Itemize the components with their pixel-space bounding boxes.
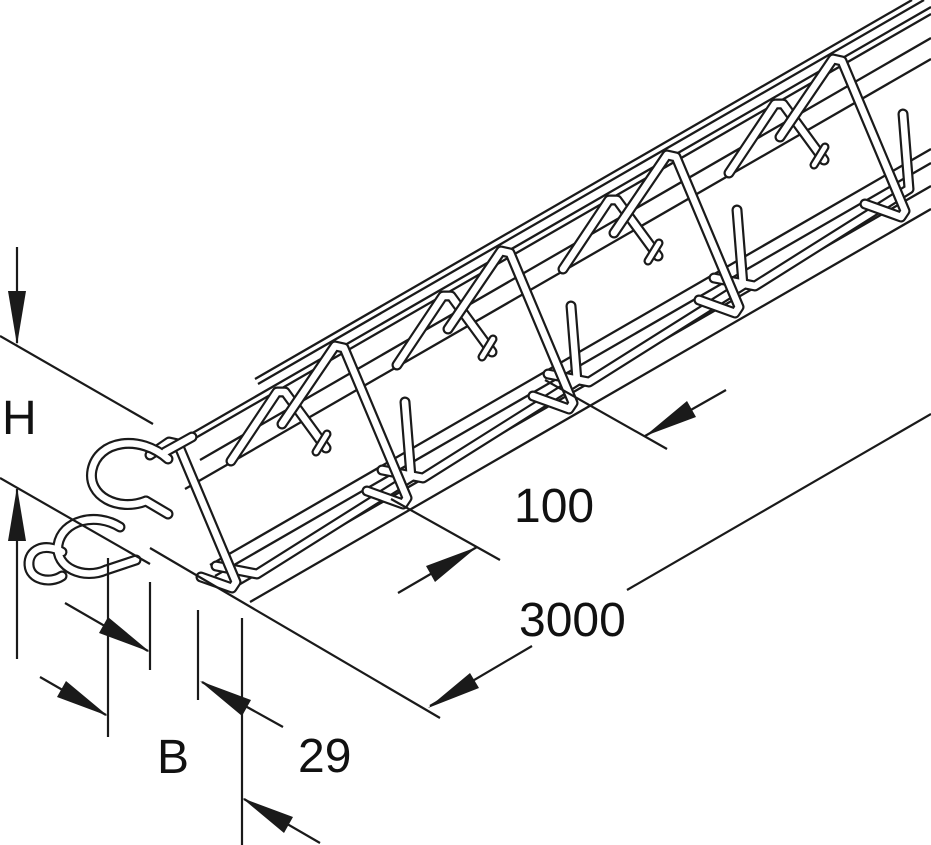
extension-line [0,335,154,425]
dimension-spacing-100: 100 [390,379,727,594]
dimension-offset-29: 29 [64,582,351,783]
dimension-height-h: H [0,247,154,659]
dim-label-h: H [2,392,37,445]
arrowhead [8,291,26,345]
wire [162,6,931,451]
dim-label-3000: 3000 [519,594,626,647]
extension-line [390,498,501,561]
arrowhead [645,401,696,436]
extension-line [149,547,441,719]
wire [254,0,913,380]
arrowhead [242,798,293,833]
dimension-length-3000: 3000 [149,413,931,719]
arrowhead [426,547,477,582]
dimension-width-b: B [39,558,321,845]
dim-label-100: 100 [514,480,594,533]
dim-label-29: 29 [298,730,351,783]
arrowhead [200,681,251,716]
dim-label-b: B [157,731,189,784]
wire [257,0,925,385]
wire [199,37,931,461]
arrowhead [428,673,479,708]
arrowhead [99,617,150,652]
arrowhead [8,487,26,541]
wire [165,13,931,456]
dim-line [626,413,931,591]
arrowhead [57,681,108,716]
extension-line [0,477,151,565]
extension-line [544,379,668,450]
